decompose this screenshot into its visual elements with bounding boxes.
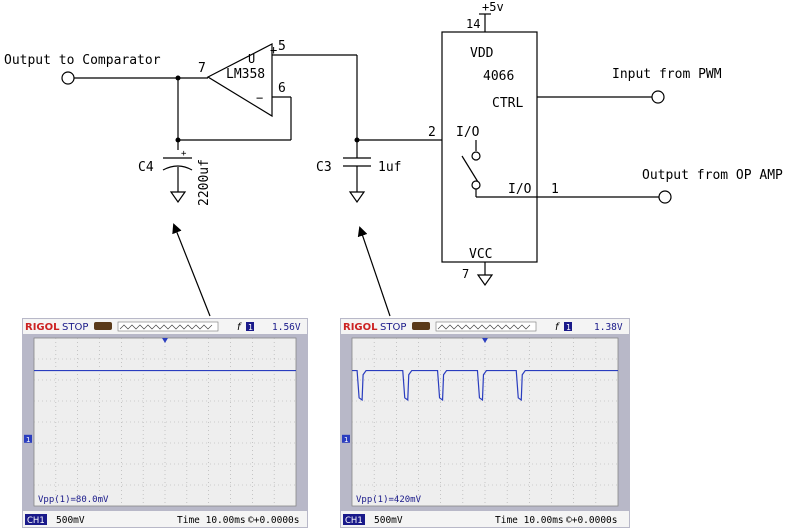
scope-trace bbox=[352, 369, 618, 402]
arrow-to-c3 bbox=[357, 226, 391, 317]
opamp-ref: U bbox=[248, 52, 255, 66]
c4-plus: + bbox=[181, 149, 187, 159]
memory-waveform bbox=[119, 324, 213, 330]
channel-ground-marker bbox=[24, 434, 32, 443]
trigger-channel: 1 bbox=[248, 323, 253, 332]
trigger-edge-icon: f bbox=[237, 322, 242, 333]
vpp-measurement: Vpp(1)=420mV bbox=[356, 495, 422, 505]
trigger-channel: 1 bbox=[566, 323, 571, 332]
memory-bar bbox=[117, 321, 219, 332]
vcc-label: VCC bbox=[469, 247, 492, 262]
volts-per-div: 500mV bbox=[56, 515, 85, 526]
junction-dot bbox=[175, 75, 181, 81]
vdd-label: VDD bbox=[470, 46, 494, 61]
pin1-label: 1 bbox=[551, 182, 559, 197]
opamp-symbol bbox=[206, 43, 273, 118]
vcc-ground bbox=[476, 274, 494, 287]
opamp-minus-pin: − bbox=[256, 91, 263, 105]
opamp-plus-pin: + bbox=[270, 43, 277, 57]
switch-blade bbox=[461, 155, 479, 183]
battery-icon bbox=[412, 322, 430, 330]
channel-badge bbox=[343, 514, 365, 525]
switch-contact-top bbox=[471, 151, 481, 161]
supply-label: +5v bbox=[482, 0, 504, 14]
junction-dot bbox=[354, 137, 360, 143]
pin6-label: 6 bbox=[278, 81, 286, 96]
chip-name: 4066 bbox=[483, 69, 514, 84]
scope-brand: RIGOL bbox=[25, 322, 60, 333]
output-to-comparator-label: Output to Comparator bbox=[4, 53, 161, 68]
memory-bar bbox=[435, 321, 537, 332]
opamp-output-label: Output from OP AMP bbox=[642, 168, 783, 183]
channel-label: CH1 bbox=[27, 516, 45, 526]
io-bottom-label: I/O bbox=[508, 182, 532, 197]
comparator-output-terminal bbox=[61, 71, 75, 85]
opamp-output-terminal bbox=[658, 190, 672, 204]
arrow-to-c4 bbox=[172, 223, 211, 317]
c3-value: 1uf bbox=[378, 160, 401, 175]
c4-label: C4 bbox=[138, 160, 154, 175]
volts-per-div: 500mV bbox=[374, 515, 403, 526]
channel-marker-label: 1 bbox=[344, 436, 348, 444]
channel-ground-marker bbox=[342, 434, 350, 443]
timebase: Time 10.00ms bbox=[177, 515, 246, 526]
channel-badge bbox=[25, 514, 47, 525]
opamp-name: LM358 bbox=[226, 67, 265, 82]
scope-footer bbox=[23, 511, 307, 527]
ctrl-label: CTRL bbox=[492, 96, 523, 111]
scope-footer bbox=[341, 511, 629, 527]
c4-ground bbox=[169, 191, 187, 204]
pin7-label: 7 bbox=[198, 61, 206, 76]
pwm-input-label: Input from PWM bbox=[612, 67, 722, 82]
c3-label: C3 bbox=[316, 160, 332, 175]
scope-state: STOP bbox=[380, 322, 406, 333]
schematic-wires bbox=[61, 13, 672, 317]
pin14-label: 14 bbox=[466, 17, 480, 31]
trigger-position-marker bbox=[162, 338, 168, 343]
vpp-measurement: Vpp(1)=80.0mV bbox=[38, 495, 109, 505]
trigger-offset: ©+0.0000s bbox=[566, 515, 617, 526]
c3-ground bbox=[348, 191, 366, 204]
pin2-label: 2 bbox=[428, 125, 436, 140]
trigger-position-marker bbox=[482, 338, 488, 343]
trigger-source-badge bbox=[564, 322, 572, 331]
c4-value: 2200uf bbox=[197, 159, 212, 206]
channel-marker-label: 1 bbox=[26, 436, 30, 444]
trigger-level: 1.38V bbox=[594, 322, 623, 333]
trigger-offset: ©+0.0000s bbox=[248, 515, 299, 526]
channel-label: CH1 bbox=[345, 516, 363, 526]
trigger-level: 1.56V bbox=[272, 322, 301, 333]
trigger-edge-icon: f bbox=[555, 322, 560, 333]
scope-state: STOP bbox=[62, 322, 88, 333]
c4-plate-bottom bbox=[162, 165, 193, 171]
timebase: Time 10.00ms bbox=[495, 515, 564, 526]
battery-icon bbox=[94, 322, 112, 330]
pin7-bottom-label: 7 bbox=[462, 267, 469, 281]
scope-brand: RIGOL bbox=[343, 322, 378, 333]
chip-4066-body bbox=[441, 31, 538, 263]
junction-dot bbox=[175, 137, 181, 143]
memory-waveform bbox=[437, 324, 531, 330]
trigger-source-badge bbox=[246, 322, 254, 331]
pin5-label: 5 bbox=[278, 39, 286, 54]
io-top-label: I/O bbox=[456, 125, 480, 140]
switch-contact-bottom bbox=[471, 180, 481, 190]
pwm-input-terminal bbox=[651, 90, 665, 104]
